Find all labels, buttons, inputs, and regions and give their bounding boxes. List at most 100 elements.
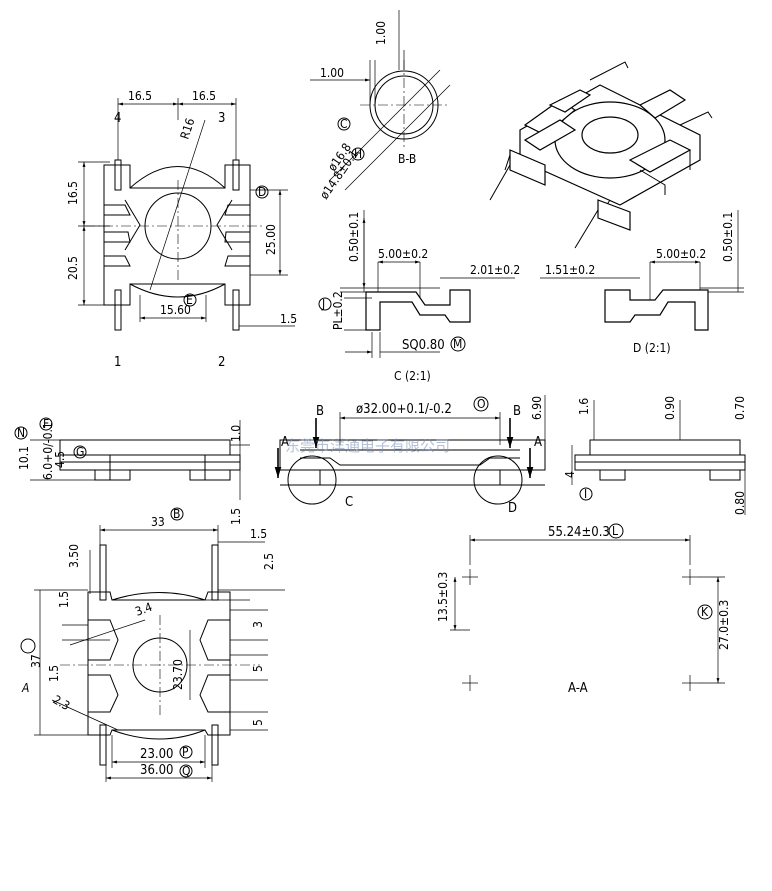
marker-j: J — [321, 297, 325, 311]
bottom-dim-3-50: 3.50 — [67, 544, 81, 568]
side-view-left: 10.1 6.0+0/-0.1 4.5 N F G 1.0 1.5 — [14, 417, 250, 525]
dim-20-5-vertical: 20.5 — [66, 256, 80, 280]
detail-d-label: D (2:1) — [633, 341, 671, 355]
bottom-label-a: A — [21, 681, 29, 695]
marker-f-circle — [39, 417, 53, 431]
pin-label-1: 1 — [114, 355, 121, 370]
marker-m: M — [453, 337, 462, 351]
marker-i: I — [584, 487, 587, 501]
side-right-dim-4: 4 — [563, 471, 577, 478]
side-left-dim-4-5: 4.5 — [53, 451, 67, 468]
marker-l-circle — [608, 523, 624, 539]
aa-dim-13-5: 13.5±0.3 — [436, 572, 450, 622]
bottom-dim-33: 33 — [151, 515, 165, 529]
marker-m-circle — [450, 336, 466, 352]
side-right-dim-0-70: 0.70 — [733, 396, 747, 420]
side-view-right: 1.6 0.90 0.70 4 I 0.80 — [563, 396, 747, 515]
marker-g-circle — [73, 445, 87, 459]
dim-16-5-right: 16.5 — [192, 89, 216, 103]
detail-d-dim-1-51: 1.51±0.2 — [545, 263, 595, 277]
marker-e: E — [186, 293, 193, 307]
front-section-b-right: B — [513, 404, 521, 419]
dim-16-5-vertical: 16.5 — [66, 181, 80, 205]
front-detail-d: D — [508, 501, 517, 516]
detail-d-dim-5-00: 5.00±0.2 — [656, 247, 706, 261]
bottom-dim-2-3: 2.3 — [51, 692, 73, 713]
dim-15-60: 15.60 — [160, 303, 191, 317]
front-detail-c: C — [345, 495, 353, 510]
detail-c-dim-5-00: 5.00±0.2 — [378, 247, 428, 261]
dim-25-00: 25.00 — [264, 224, 278, 255]
section-aa: 55.24±0.3 L 13.5±0.3 27.0±0.3 K A-A — [436, 523, 731, 696]
marker-a-circle — [20, 638, 36, 654]
aa-holes — [462, 569, 698, 691]
marker-o: O — [477, 397, 486, 411]
bottom-dim-3: 3 — [251, 621, 265, 628]
bottom-dim-1-5-left: 1.5 — [57, 591, 71, 608]
front-section-b-left: B — [316, 404, 324, 419]
marker-j-circle — [318, 297, 332, 311]
side-left-dim-1-5: 1.5 — [229, 508, 243, 525]
dim-1-5-top-view: 1.5 — [280, 312, 297, 326]
marker-d-circle — [255, 185, 269, 199]
marker-q-circle — [179, 764, 193, 778]
bottom-dim-2-5: 2.5 — [262, 553, 276, 570]
top-view: 16.5 16.5 4 3 R16 16.5 20.5 — [66, 89, 297, 370]
marker-i-circle — [579, 487, 593, 501]
front-view: B B A A ø32.00+0.1/-0.2 O 6.90 C D 东莞市洋通… — [274, 395, 546, 516]
bottom-dim-23-70: 23.70 — [171, 659, 185, 690]
side-right-dim-0-90: 0.90 — [663, 396, 677, 420]
dim-1-00-left: 1.00 — [320, 66, 344, 80]
aa-dim-55-24: 55.24±0.3 — [548, 525, 610, 540]
detail-c: 0.50±0.1 5.00±0.2 2.01±0.2 PL±0.2 J SQ0.… — [318, 210, 520, 383]
marker-g: G — [76, 445, 84, 459]
side-left-dim-6-0: 6.0+0/-0.1 — [41, 422, 55, 480]
bottom-dim-23-00: 23.00 — [140, 747, 173, 762]
marker-c-bb: C — [340, 117, 348, 131]
isometric-view — [489, 61, 713, 249]
aa-label: A-A — [568, 681, 588, 696]
marker-k-circle — [697, 604, 713, 620]
front-dia-32: ø32.00+0.1/-0.2 — [356, 402, 452, 417]
front-dim-6-90: 6.90 — [530, 396, 544, 420]
detail-c-dim-2-01: 2.01±0.2 — [470, 263, 520, 277]
side-right-dim-0-80: 0.80 — [733, 491, 747, 515]
marker-e-circle — [183, 293, 197, 307]
marker-b-circle — [170, 507, 184, 521]
aa-dim-27-0: 27.0±0.3 — [717, 600, 731, 650]
bottom-view: 33 B 1.5 2.5 3.50 37 A 1.5 3.4 1.5 — [20, 507, 285, 782]
bottom-dim-1-5-top: 1.5 — [250, 527, 267, 541]
bottom-dim-3-4: 3.4 — [133, 600, 154, 619]
section-bb: 1.00 1.00 ø16.8 ø14.8±0.1 C H B-B — [310, 10, 451, 202]
pin-label-3: 3 — [218, 111, 225, 126]
watermark: 东莞市洋通电子有限公司 — [285, 437, 450, 455]
detail-d-dim-0-50: 0.50±0.1 — [721, 212, 735, 262]
marker-n: N — [17, 426, 25, 440]
marker-p: P — [182, 745, 189, 759]
marker-d: D — [258, 185, 266, 199]
dim-1-00-top: 1.00 — [374, 21, 388, 45]
bottom-dim-5-b: 5 — [251, 719, 265, 726]
marker-h: H — [354, 147, 362, 161]
marker-l: L — [612, 524, 618, 538]
detail-c-dim-sq: SQ0.80 — [402, 338, 445, 353]
pin-label-2: 2 — [218, 355, 225, 370]
marker-k: K — [701, 605, 709, 619]
detail-c-dim-0-50: 0.50±0.1 — [347, 212, 361, 262]
bottom-dim-37: 37 — [29, 654, 43, 668]
pin-label-4: 4 — [114, 111, 121, 126]
dim-16-5-left: 16.5 — [128, 89, 152, 103]
bottom-dim-36-00: 36.00 — [140, 763, 173, 778]
front-section-a-left: A — [281, 435, 289, 450]
marker-b: B — [173, 507, 180, 521]
section-bb-label: B-B — [398, 152, 416, 166]
detail-d: 1.51±0.2 5.00±0.2 0.50±0.1 D (2:1) — [540, 210, 744, 355]
marker-o-circle — [473, 396, 489, 412]
marker-p-circle — [179, 745, 193, 759]
side-left-dim-10-1: 10.1 — [17, 446, 31, 470]
marker-n-circle — [14, 426, 28, 440]
detail-c-dim-pl: PL±0.2 — [331, 291, 345, 330]
detail-c-label: C (2:1) — [394, 369, 431, 383]
